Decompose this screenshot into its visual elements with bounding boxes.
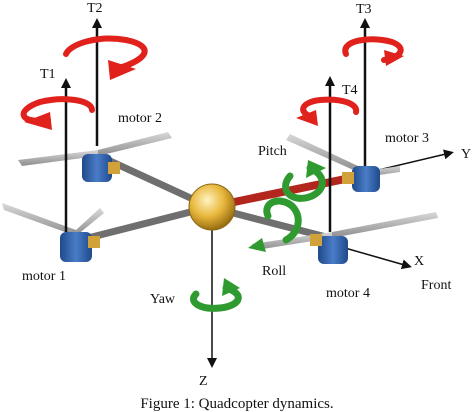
pitch-rotation: Pitch: [258, 144, 326, 202]
roll-label: Roll: [262, 264, 286, 279]
rotation-arrow-icon: [300, 96, 360, 121]
rotation-arrowhead: [222, 278, 240, 296]
pitch-label: Pitch: [258, 144, 287, 159]
thrust-t4: T4: [325, 76, 358, 232]
motor-1-mount: [88, 236, 100, 248]
x-axis-label: X: [414, 254, 424, 269]
rotation-t1: [20, 96, 95, 130]
t4-label: T4: [342, 83, 358, 98]
rotation-arrow-icon: [190, 284, 242, 312]
rotation-arrow-icon: [63, 35, 148, 73]
y-axis-label: Y: [461, 147, 471, 162]
figure-caption: Figure 1: Quadcopter dynamics.: [140, 396, 333, 412]
motor-1: motor 1: [2, 203, 104, 284]
motor-3-mount: [342, 172, 354, 184]
rotation-arrow-icon: [282, 164, 326, 202]
motor-2-blade-left: [18, 150, 98, 166]
motor-3-body: [352, 166, 380, 192]
motor-2-blade-right: [98, 132, 172, 156]
motor-4-blade-right: [332, 212, 438, 238]
motor-2: motor 2: [18, 111, 172, 182]
thrust-t2: T2: [87, 1, 103, 146]
motor-4-mount: [310, 234, 322, 246]
rotation-arrowhead: [108, 60, 136, 80]
rotation-arrowhead: [384, 50, 404, 66]
rotation-t3: [342, 36, 404, 66]
motor-3-label: motor 3: [385, 131, 429, 146]
rotation-arrowhead: [306, 160, 326, 178]
motor-3-blade-left: [286, 134, 358, 172]
motor-1-label: motor 1: [22, 269, 66, 284]
x-axis: X Front: [344, 247, 451, 293]
motor-2-body: [82, 154, 112, 182]
motor-4-label: motor 4: [326, 286, 370, 301]
rotation-arrowhead: [24, 112, 52, 130]
rotation-t2: [63, 35, 148, 80]
rotation-arrowhead: [248, 238, 266, 252]
motor-3: motor 3: [286, 131, 429, 192]
motor-1-body: [60, 232, 92, 262]
z-axis: Z: [199, 228, 217, 389]
t3-label: T3: [356, 2, 372, 17]
motor-2-mount: [108, 162, 120, 174]
motor-2-label: motor 2: [118, 111, 162, 126]
rotation-arrow-icon: [263, 197, 302, 244]
yaw-label: Yaw: [150, 292, 176, 307]
rotation-arrowhead: [296, 110, 318, 126]
thrust-t3: T3: [356, 2, 372, 166]
front-label: Front: [421, 278, 451, 293]
t2-label: T2: [87, 1, 103, 16]
yaw-rotation: Yaw: [150, 278, 242, 312]
motor-4-body: [318, 236, 348, 264]
thrust-t1: T1: [40, 67, 71, 232]
motor-1-blade-left: [2, 203, 76, 236]
rotation-arrow-icon: [20, 96, 95, 124]
roll-rotation: Roll: [248, 197, 302, 279]
z-axis-label: Z: [199, 374, 208, 389]
hub-sphere: [188, 183, 236, 231]
motor-4: motor 4: [252, 212, 438, 301]
rotation-t4: [296, 96, 360, 126]
motor-1-blade-right: [76, 208, 104, 236]
t1-label: T1: [40, 67, 56, 82]
x-axis-line: [344, 247, 412, 270]
